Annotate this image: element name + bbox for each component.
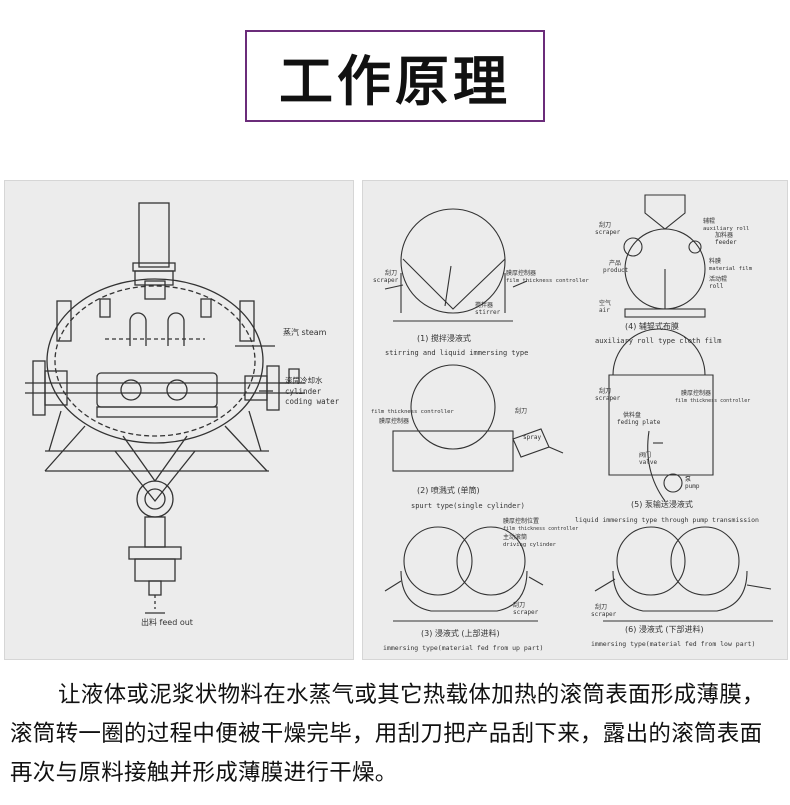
d5-plate-en: feding plate — [617, 419, 661, 426]
d5-pump-en: pump — [685, 483, 700, 490]
d4-air-cn: 空气 — [599, 299, 611, 307]
d1-scraper-en: scraper — [373, 277, 399, 284]
d1-film-cn: 膜厚控制器 — [506, 269, 536, 277]
d6-scraper-en: scraper — [591, 611, 617, 618]
d4-product-cn: 产品 — [609, 259, 621, 267]
d1-stirrer-en: stirrer — [475, 309, 501, 316]
type-3-immersing-up-diagram — [384, 526, 544, 622]
d3-film-cn: 膜厚控制位置 — [503, 517, 539, 525]
d5-valve-cn: 阀门 — [639, 451, 651, 459]
d5-film-cn: 膜厚控制器 — [681, 389, 711, 397]
feed-out-label: 出料 feed out — [141, 617, 193, 627]
drum-types-drawing — [384, 194, 773, 622]
d6-scraper-cn: 刮刀 — [595, 603, 607, 611]
d4-material-cn: 料膜 — [709, 257, 721, 265]
d1-film-en: film thickness controller — [506, 278, 589, 284]
d3-caption-cn: (3) 浸液式 (上部进料) — [421, 628, 500, 638]
d5-pump-cn: 泵 — [685, 476, 691, 483]
d5-valve-en: valve — [639, 459, 657, 466]
cooling-water-en-label-2: coding water — [285, 397, 340, 406]
d3-drive-en: driving cylinder — [503, 542, 557, 548]
drum-dryer-labels: 蒸汽 steam 滚筒冷却水 cylinder coding water 出料 … — [141, 327, 340, 627]
d3-caption-en: immersing type(material fed from up part… — [383, 644, 543, 652]
drum-dryer-drawing — [25, 202, 305, 614]
d4-feeder-cn: 加料器 — [715, 231, 733, 239]
d4-material-en: material film — [709, 266, 753, 272]
d6-caption-en: immersing type(material fed from low par… — [591, 640, 755, 648]
d4-scraper-cn: 刮刀 — [599, 221, 611, 229]
d5-caption-cn: (5) 泵输送浸液式 — [631, 499, 693, 509]
cooling-water-cn-label: 滚筒冷却水 — [285, 375, 323, 385]
d2-caption-en: spurt type(single cylinder) — [411, 502, 525, 510]
d1-caption-en: stirring and liquid immersing type — [385, 349, 528, 357]
d5-scraper-cn: 刮刀 — [599, 387, 611, 395]
d2-caption-cn: (2) 喷溅式 (单筒) — [417, 485, 480, 495]
d6-caption-cn: (6) 浸液式 (下部进料) — [625, 624, 704, 634]
d4-feeder-en: feeder — [715, 239, 737, 246]
steam-label: 蒸汽 steam — [283, 327, 327, 337]
d2-spray-en: spray — [523, 434, 541, 441]
type-2-spurt-diagram — [392, 364, 564, 472]
d4-scraper-en: scraper — [595, 229, 621, 236]
d2-scraper-cn: 刮刀 — [515, 407, 527, 415]
type-4-auxiliary-roll-diagram — [623, 194, 706, 318]
type-6-immersing-low-diagram — [594, 526, 773, 622]
vessel-shell — [46, 278, 264, 444]
description-paragraph: 让液体或泥浆状物料在水蒸气或其它热载体加热的滚筒表面形成薄膜，滚筒转一圈的过程中… — [10, 682, 765, 786]
d5-plate-cn: 供料盘 — [623, 411, 641, 419]
page-title: 工作原理 — [279, 49, 511, 113]
d2-film-cn: 膜厚控制器 — [379, 417, 409, 425]
d2-film-en: film thickness controller — [371, 409, 454, 415]
d5-film-en: film thickness controller — [675, 398, 750, 404]
d5-caption-en: liquid immersing type through pump trans… — [575, 516, 759, 524]
d3-drive-cn: 主动滚筒 — [503, 533, 527, 541]
cooling-water-en-label-1: cylinder — [285, 387, 322, 396]
drum-types-labels: 刮刀 scraper 膜厚控制器 film thickness controll… — [371, 217, 759, 652]
d4-active-en: roll — [709, 283, 724, 290]
d1-caption-cn: (1) 搅拌浸液式 — [417, 333, 471, 343]
type-5-pump-diagram — [608, 328, 714, 502]
exhaust-chimney — [138, 202, 170, 268]
d1-stirrer-cn: 搅拌器 — [475, 301, 493, 309]
d3-scraper-cn: 刮刀 — [513, 601, 525, 609]
d4-caption-cn: (4) 辅辊式布膜 — [625, 321, 679, 331]
d3-scraper-en: scraper — [513, 609, 539, 616]
d4-caption-en: auxiliary roll type cloth film — [595, 337, 721, 345]
steam-inlet — [279, 368, 300, 384]
drum-types-panel: 刮刀 scraper 膜厚控制器 film thickness controll… — [362, 180, 788, 660]
d1-scraper-cn: 刮刀 — [385, 269, 397, 277]
type-1-stirring-diagram — [384, 208, 528, 322]
d4-aux-cn: 辅辊 — [703, 217, 715, 225]
d4-aux-en: auxiliary roll — [703, 226, 749, 232]
d4-air-en: air — [599, 307, 610, 314]
d4-active-cn: 活动辊 — [709, 275, 727, 283]
d4-product-en: product — [603, 267, 629, 274]
d3-film-en: film thickness controller — [503, 526, 578, 532]
title-box: 工作原理 — [245, 30, 545, 122]
drum-dryer-elevation-panel: 蒸汽 steam 滚筒冷却水 cylinder coding water 出料 … — [4, 180, 354, 660]
d5-scraper-en: scraper — [595, 395, 621, 402]
